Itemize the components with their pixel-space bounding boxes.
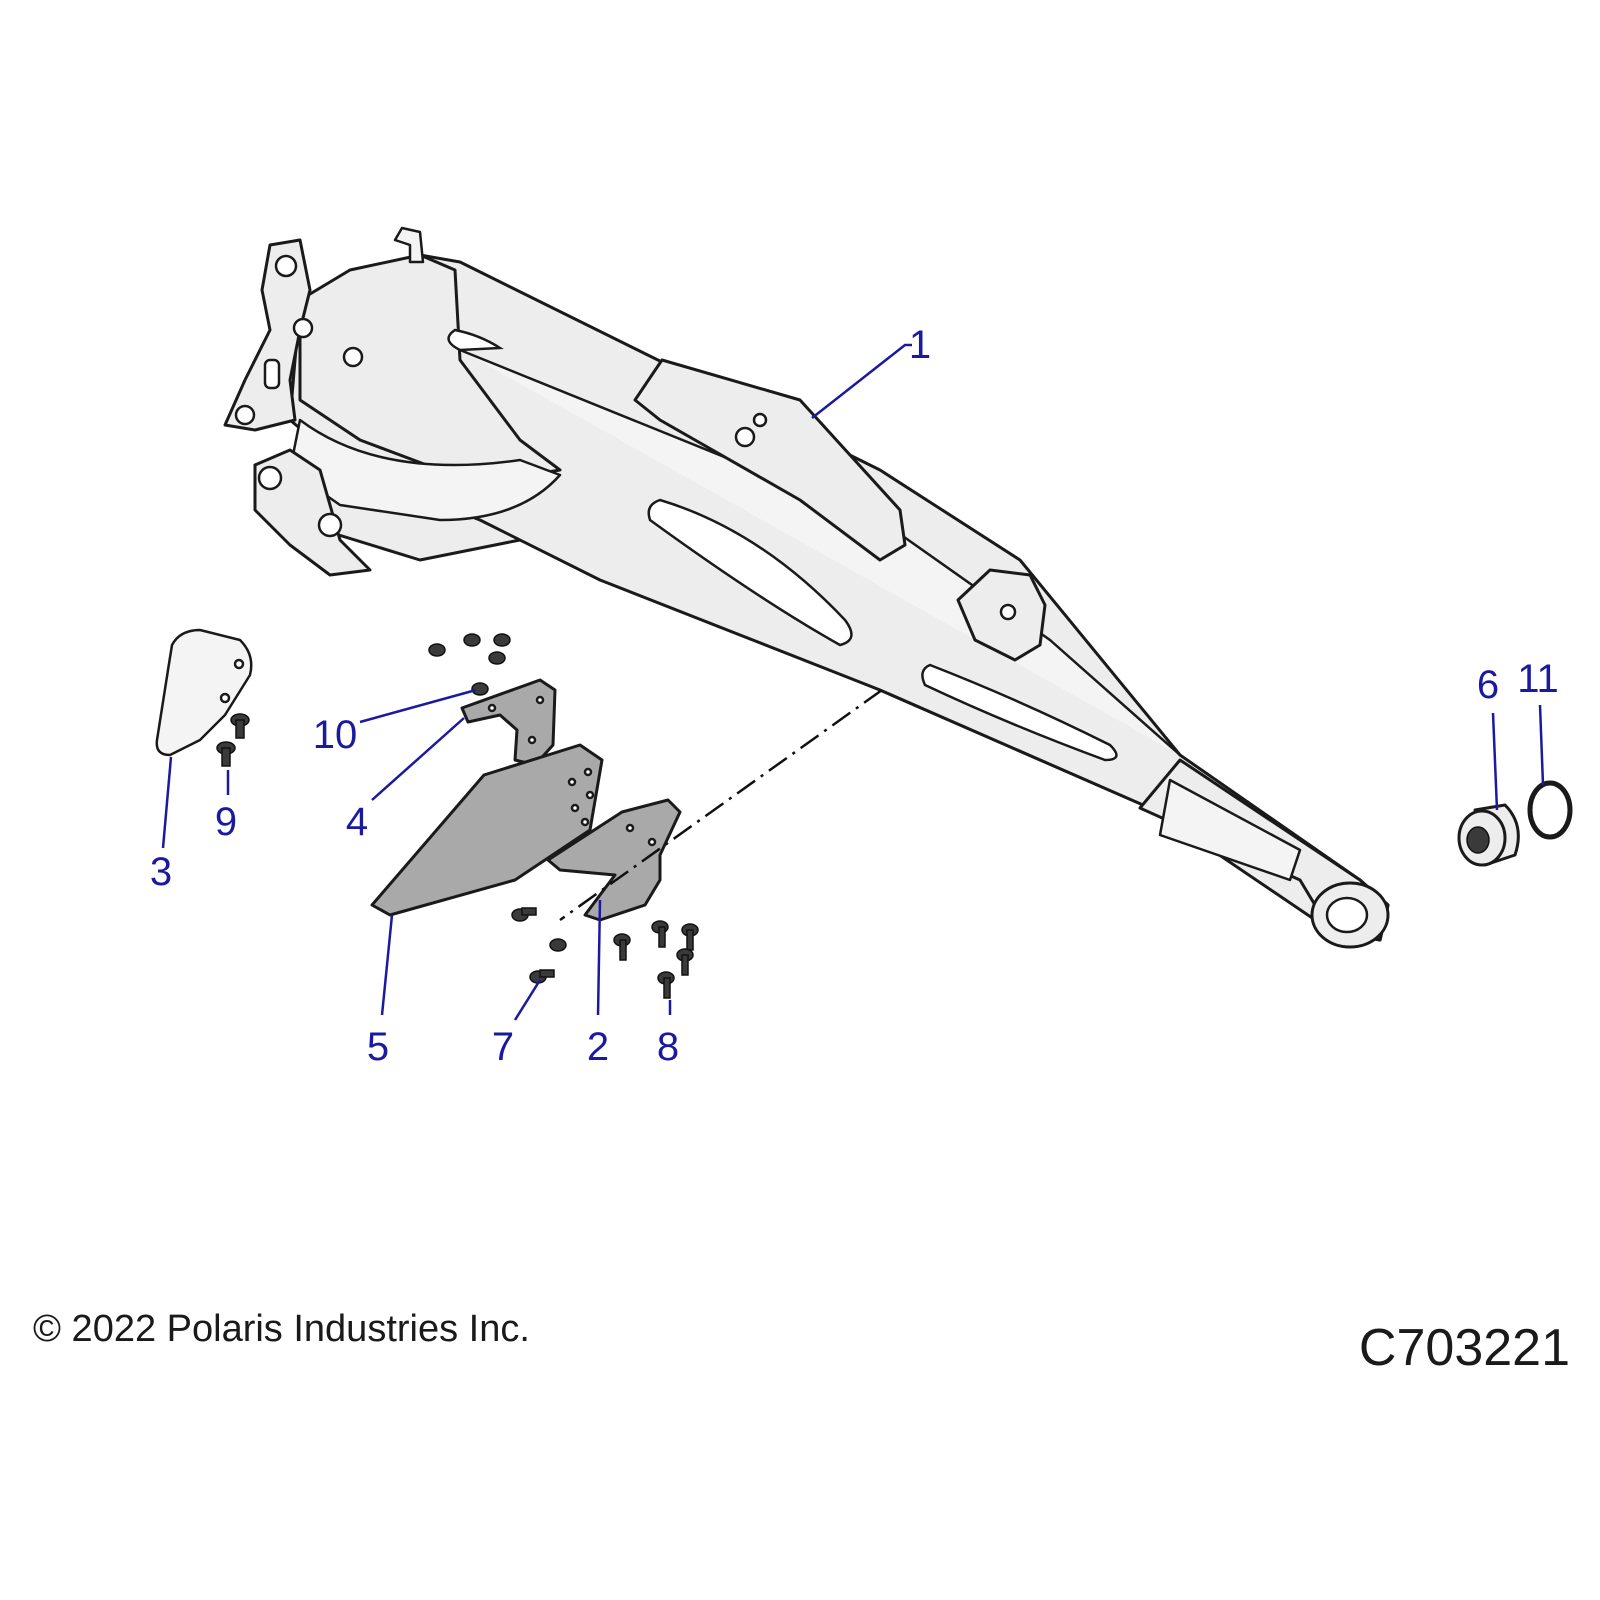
snap-ring-part-11: [1527, 780, 1573, 840]
flap-part-5: [370, 743, 604, 917]
callout-2: 2: [587, 1025, 609, 1069]
callout-5: 5: [367, 1025, 389, 1069]
side-shield-part-3: [155, 628, 253, 757]
assembly-centerline: [559, 688, 883, 922]
copyright-notice: © 2022 Polaris Industries Inc.: [33, 1308, 530, 1350]
leader-lines: [161, 343, 1545, 1021]
callout-7: 7: [492, 1025, 514, 1069]
callout-labels: 1 2 3 4 5 6 7 8 9 10 11: [150, 323, 1559, 1069]
swingarm-frame: [223, 226, 1390, 949]
callout-11: 11: [1517, 657, 1559, 701]
callout-10: 10: [313, 713, 358, 757]
nuts-part-10: [428, 633, 511, 696]
callout-3: 3: [150, 850, 172, 894]
callout-6: 6: [1477, 663, 1499, 707]
mount-plate-part-2: [546, 798, 682, 922]
bushing-part-6: [1457, 803, 1520, 867]
callout-9: 9: [215, 800, 237, 844]
screws-part-9: [216, 713, 250, 767]
bolts-part-7-8: [511, 907, 699, 999]
callout-1: 1: [909, 323, 931, 367]
callout-8: 8: [657, 1025, 679, 1069]
drawing-number: C703221: [1358, 1319, 1570, 1377]
callout-4: 4: [346, 800, 368, 844]
